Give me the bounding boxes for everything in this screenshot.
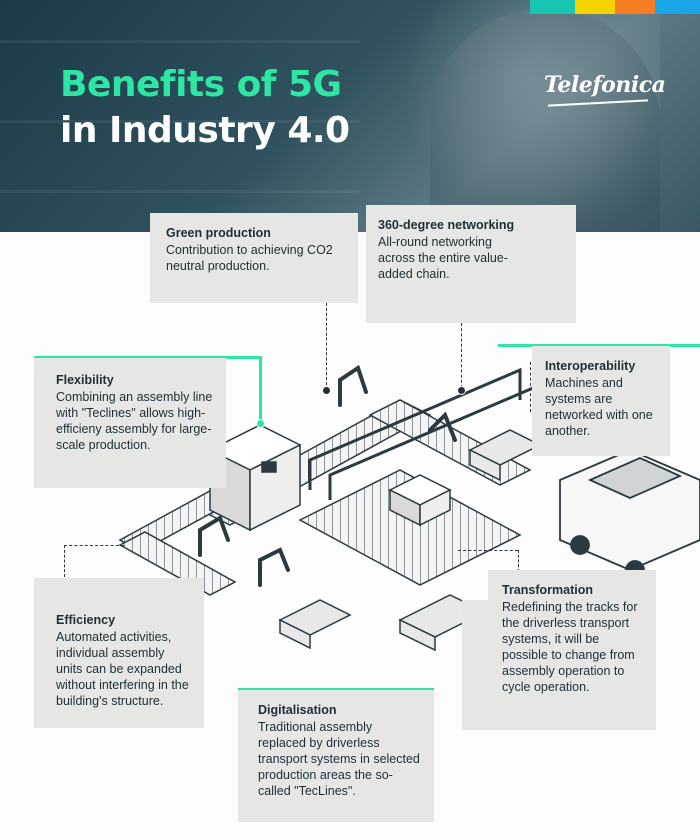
flexibility-heading: Flexibility bbox=[56, 373, 114, 387]
page-title: Benefits of 5G in Industry 4.0 bbox=[60, 62, 350, 154]
green-production-dot bbox=[322, 386, 331, 395]
background-photo bbox=[430, 8, 660, 232]
interoperability-heading: Interoperability bbox=[545, 359, 636, 373]
digitalisation-green-line bbox=[238, 688, 434, 691]
transformation-body: Redefining the tracks for the driverless… bbox=[502, 600, 638, 694]
robot-arm-icon bbox=[198, 364, 457, 587]
color-bar-blue bbox=[655, 0, 700, 14]
card-green-production: Green production Contribution to achievi… bbox=[150, 213, 358, 303]
flexibility-green-line bbox=[34, 356, 262, 359]
networking-body: All-round networking across the entire v… bbox=[378, 235, 508, 281]
connector-efficiency-v bbox=[64, 545, 65, 577]
card-efficiency: Efficiency Automated activities, individ… bbox=[34, 578, 204, 728]
green-production-body: Contribution to achieving CO2 neutral pr… bbox=[166, 243, 333, 273]
connector-transformation-v bbox=[518, 550, 519, 572]
connector-efficiency bbox=[64, 545, 124, 546]
flexibility-body: Combining an assembly line with "Tecline… bbox=[56, 390, 213, 452]
card-transformation-ext bbox=[462, 600, 502, 730]
card-interoperability: Interoperability Machines and systems ar… bbox=[532, 346, 670, 456]
telefonica-logo: Telefonica bbox=[544, 72, 666, 98]
color-bar-orange bbox=[615, 0, 655, 14]
networking-dot bbox=[457, 386, 466, 395]
card-flexibility: Flexibility Combining an assembly line w… bbox=[34, 358, 226, 488]
networking-heading: 360-degree networking bbox=[378, 218, 515, 232]
card-transformation: Transformation Redefining the tracks for… bbox=[488, 570, 656, 730]
flexibility-green-line-v bbox=[259, 356, 262, 424]
digitalisation-heading: Digitalisation bbox=[258, 703, 337, 717]
transformation-heading: Transformation bbox=[502, 583, 593, 597]
title-line-2: in Industry 4.0 bbox=[60, 110, 350, 151]
center-workstation bbox=[388, 474, 452, 527]
interop-green-line bbox=[498, 344, 700, 347]
title-line-1: Benefits of 5G bbox=[60, 64, 342, 105]
efficiency-body: Automated activities, individual assembl… bbox=[56, 630, 189, 708]
connector-transformation bbox=[458, 550, 518, 551]
interoperability-body: Machines and systems are networked with … bbox=[545, 376, 653, 438]
color-bar-teal bbox=[530, 0, 575, 14]
digitalisation-body: Traditional assembly replaced by driverl… bbox=[258, 720, 420, 798]
transport-vehicle-icon bbox=[559, 449, 700, 580]
card-networking: 360-degree networking All-round networki… bbox=[366, 205, 576, 323]
card-digitalisation: Digitalisation Traditional assembly repl… bbox=[238, 690, 434, 822]
flexibility-dot bbox=[256, 419, 265, 428]
connector-interop bbox=[530, 362, 531, 412]
gantry-frame bbox=[308, 367, 541, 500]
connector-green-production bbox=[326, 298, 327, 390]
connector-networking bbox=[461, 318, 462, 388]
green-production-heading: Green production bbox=[166, 226, 271, 240]
color-bar-yellow bbox=[575, 0, 615, 14]
header-banner bbox=[0, 0, 700, 232]
efficiency-heading: Efficiency bbox=[56, 613, 116, 627]
